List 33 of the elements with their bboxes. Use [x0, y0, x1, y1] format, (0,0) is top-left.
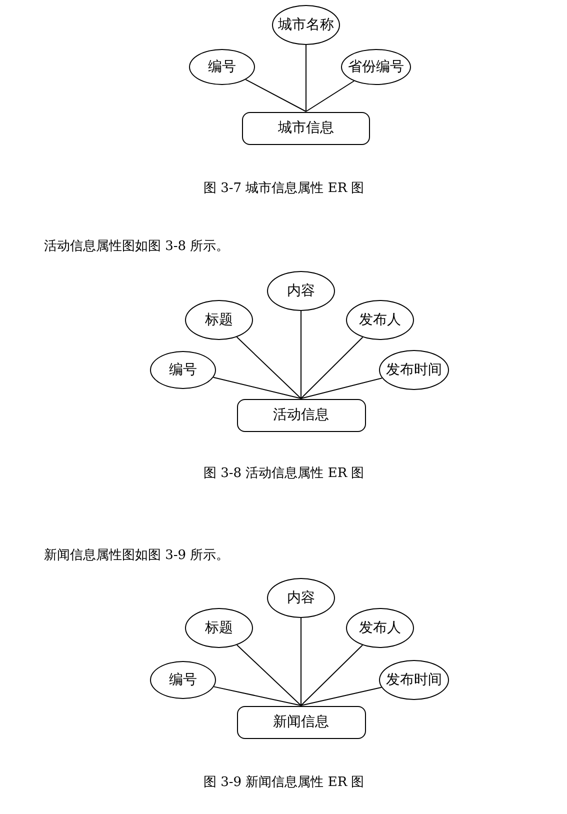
entity-box: 新闻信息	[236, 706, 366, 738]
connector-line	[300, 644, 364, 706]
attribute-ellipse: 标题	[185, 608, 253, 648]
attribute-ellipse: 内容	[267, 271, 335, 311]
attribute-ellipse: 编号	[150, 661, 216, 699]
connector-line	[245, 79, 306, 112]
paragraph: 新闻信息属性图如图 3-9 所示。	[44, 547, 230, 564]
attribute-ellipse: 省份编号	[341, 49, 411, 85]
paragraph: 活动信息属性图如图 3-8 所示。	[44, 238, 230, 255]
connector-line	[300, 310, 302, 399]
attribute-ellipse: 标题	[185, 300, 253, 340]
attribute-ellipse: 发布人	[346, 300, 414, 340]
figure-caption: 图 3-8 活动信息属性 ER 图	[204, 465, 364, 482]
attribute-ellipse: 编号	[189, 49, 255, 85]
attribute-ellipse: 发布人	[346, 608, 414, 648]
connector-line	[213, 686, 302, 706]
attribute-ellipse: 内容	[267, 578, 335, 618]
attribute-ellipse: 发布时间	[379, 660, 449, 700]
connector-line	[236, 644, 302, 706]
connector-line	[300, 336, 364, 399]
figure-caption: 图 3-9 新闻信息属性 ER 图	[204, 774, 364, 791]
connector-line	[212, 376, 302, 399]
connector-line	[306, 80, 354, 112]
attribute-ellipse: 编号	[150, 351, 216, 389]
attribute-ellipse: 发布时间	[379, 350, 449, 390]
attribute-ellipse: 城市名称	[272, 5, 340, 45]
connector-line	[300, 686, 382, 706]
connector-line	[236, 336, 302, 399]
entity-box: 活动信息	[236, 398, 366, 432]
entity-box: 城市信息	[242, 112, 370, 144]
connector-line	[300, 378, 382, 399]
figure-caption: 图 3-7 城市信息属性 ER 图	[204, 180, 364, 197]
connector-line	[300, 618, 302, 706]
